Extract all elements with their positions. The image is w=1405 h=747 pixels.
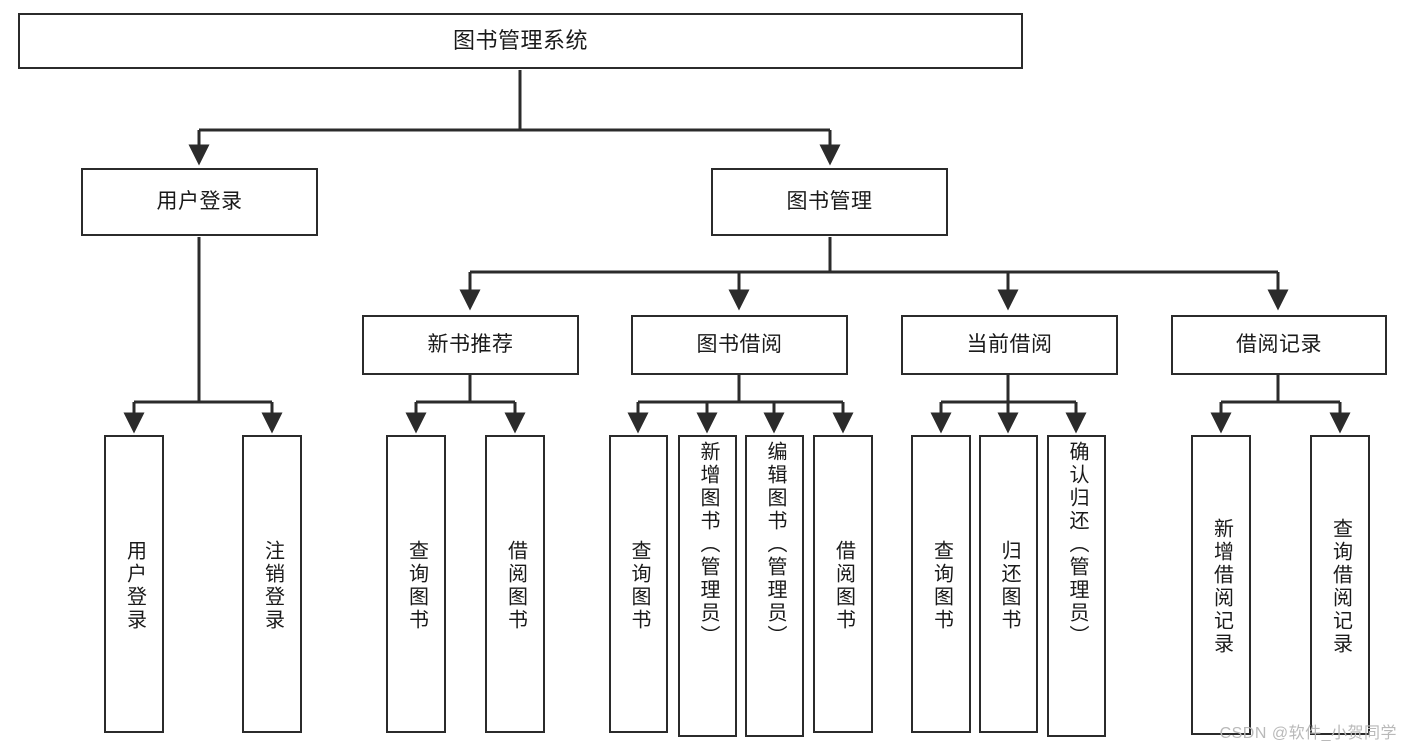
leaf-return-book[interactable]: 归还图书 <box>979 435 1038 733</box>
node-borrow-record-label: 借阅记录 <box>1236 332 1322 356</box>
leaf-return-book-label: 归还图书 <box>998 540 1020 632</box>
leaf-logout-login-label: 注销登录 <box>261 540 284 632</box>
leaf-add-book-admin[interactable]: 新增图书（管理员） <box>678 435 737 737</box>
leaf-query-borrow-record-label: 查询借阅记录 <box>1329 518 1352 656</box>
leaf-confirm-return-admin-label: 确认归还（管理员） <box>1066 441 1088 648</box>
leaf-edit-book-admin[interactable]: 编辑图书（管理员） <box>745 435 804 737</box>
node-book-borrow[interactable]: 图书借阅 <box>631 315 848 375</box>
leaf-add-borrow-record[interactable]: 新增借阅记录 <box>1191 435 1251 735</box>
leaf-add-borrow-record-label: 新增借阅记录 <box>1210 518 1233 656</box>
node-new-book-recommend-label: 新书推荐 <box>427 332 514 356</box>
node-book-manage-label: 图书管理 <box>786 189 873 213</box>
leaf-query-book-current[interactable]: 查询图书 <box>911 435 971 733</box>
leaf-borrow-book-borrow[interactable]: 借阅图书 <box>813 435 873 733</box>
node-current-borrow[interactable]: 当前借阅 <box>901 315 1118 375</box>
leaf-borrow-book-borrow-label: 借阅图书 <box>832 540 855 632</box>
node-book-borrow-label: 图书借阅 <box>696 332 783 356</box>
leaf-user-login-label: 用户登录 <box>123 540 146 632</box>
leaf-edit-book-admin-label: 编辑图书（管理员） <box>764 441 786 648</box>
leaf-query-borrow-record[interactable]: 查询借阅记录 <box>1310 435 1370 735</box>
leaf-borrow-book-recommend-label: 借阅图书 <box>504 540 527 632</box>
node-borrow-record[interactable]: 借阅记录 <box>1171 315 1387 375</box>
leaf-confirm-return-admin[interactable]: 确认归还（管理员） <box>1047 435 1106 737</box>
leaf-logout-login[interactable]: 注销登录 <box>242 435 302 733</box>
node-root-label: 图书管理系统 <box>452 28 588 54</box>
leaf-borrow-book-recommend[interactable]: 借阅图书 <box>485 435 545 733</box>
node-root[interactable]: 图书管理系统 <box>18 13 1023 69</box>
leaf-query-book-borrow-label: 查询图书 <box>628 540 650 632</box>
leaf-query-book-recommend[interactable]: 查询图书 <box>386 435 446 733</box>
node-user-login[interactable]: 用户登录 <box>81 168 318 236</box>
watermark: CSDN @软件_小贺同学 <box>1219 725 1397 742</box>
leaf-query-book-borrow[interactable]: 查询图书 <box>609 435 668 733</box>
leaf-query-book-current-label: 查询图书 <box>930 540 953 632</box>
node-book-manage[interactable]: 图书管理 <box>711 168 948 236</box>
node-user-login-label: 用户登录 <box>156 189 243 213</box>
leaf-user-login[interactable]: 用户登录 <box>104 435 164 733</box>
leaf-query-book-recommend-label: 查询图书 <box>405 540 428 632</box>
node-new-book-recommend[interactable]: 新书推荐 <box>362 315 579 375</box>
node-current-borrow-label: 当前借阅 <box>966 332 1053 356</box>
leaf-add-book-admin-label: 新增图书（管理员） <box>697 441 719 648</box>
